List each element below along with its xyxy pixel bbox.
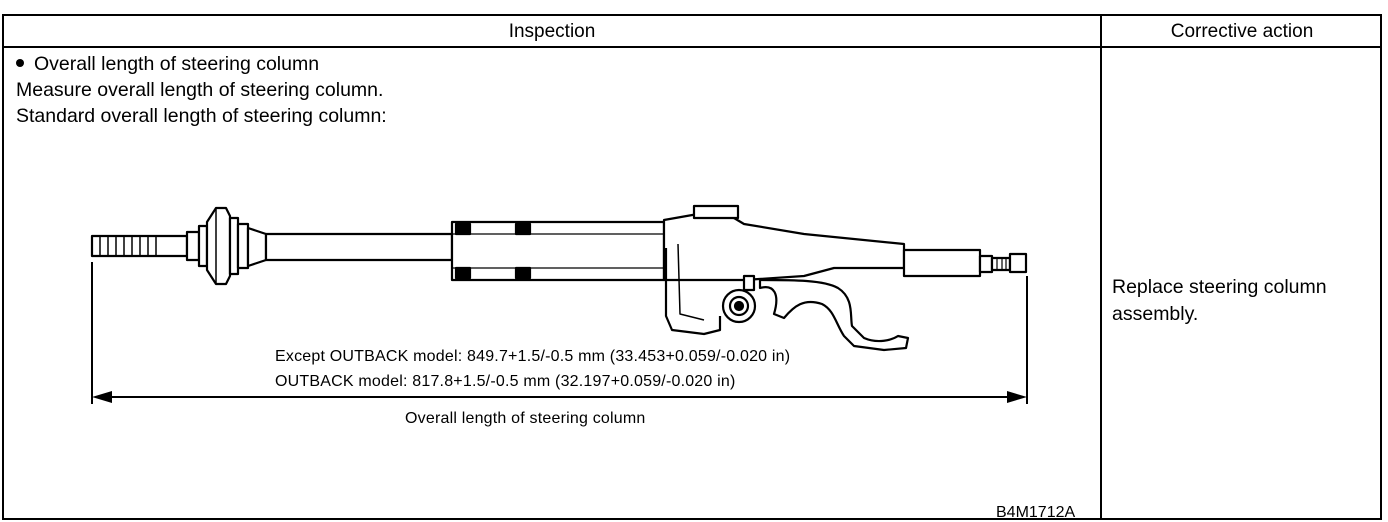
corrective-action-cell: Replace steering column assembly.: [1102, 48, 1382, 520]
except-outback-length: Except OUTBACK model: 849.7+1.5/-0.5 mm …: [275, 348, 791, 365]
steering-column-diagram: [90, 204, 1028, 404]
standard-length-label: Standard overall length of steering colu…: [16, 105, 387, 127]
bullet-icon: [16, 58, 24, 67]
header-inspection: Inspection: [4, 16, 1102, 48]
inspection-table: Inspection Corrective action Overall len…: [2, 14, 1382, 521]
dimension-arrow: [91, 262, 1028, 404]
inspection-cell: Overall length of steering column Measur…: [4, 48, 1102, 521]
inspection-title: Overall length of steering column: [34, 53, 320, 75]
corrective-action-text: Replace steering column assembly.: [1112, 276, 1327, 325]
inspection-title-line: Overall length of steering column: [16, 52, 319, 76]
figure-id: B4M1712A: [996, 504, 1076, 521]
dimension-label: Overall length of steering column: [405, 410, 646, 427]
outback-length: OUTBACK model: 817.8+1.5/-0.5 mm (32.197…: [275, 373, 736, 390]
header-corrective-action: Corrective action: [1102, 16, 1382, 48]
inspection-instruction: Measure overall length of steering colum…: [16, 79, 384, 101]
outer-tube: [264, 232, 454, 262]
